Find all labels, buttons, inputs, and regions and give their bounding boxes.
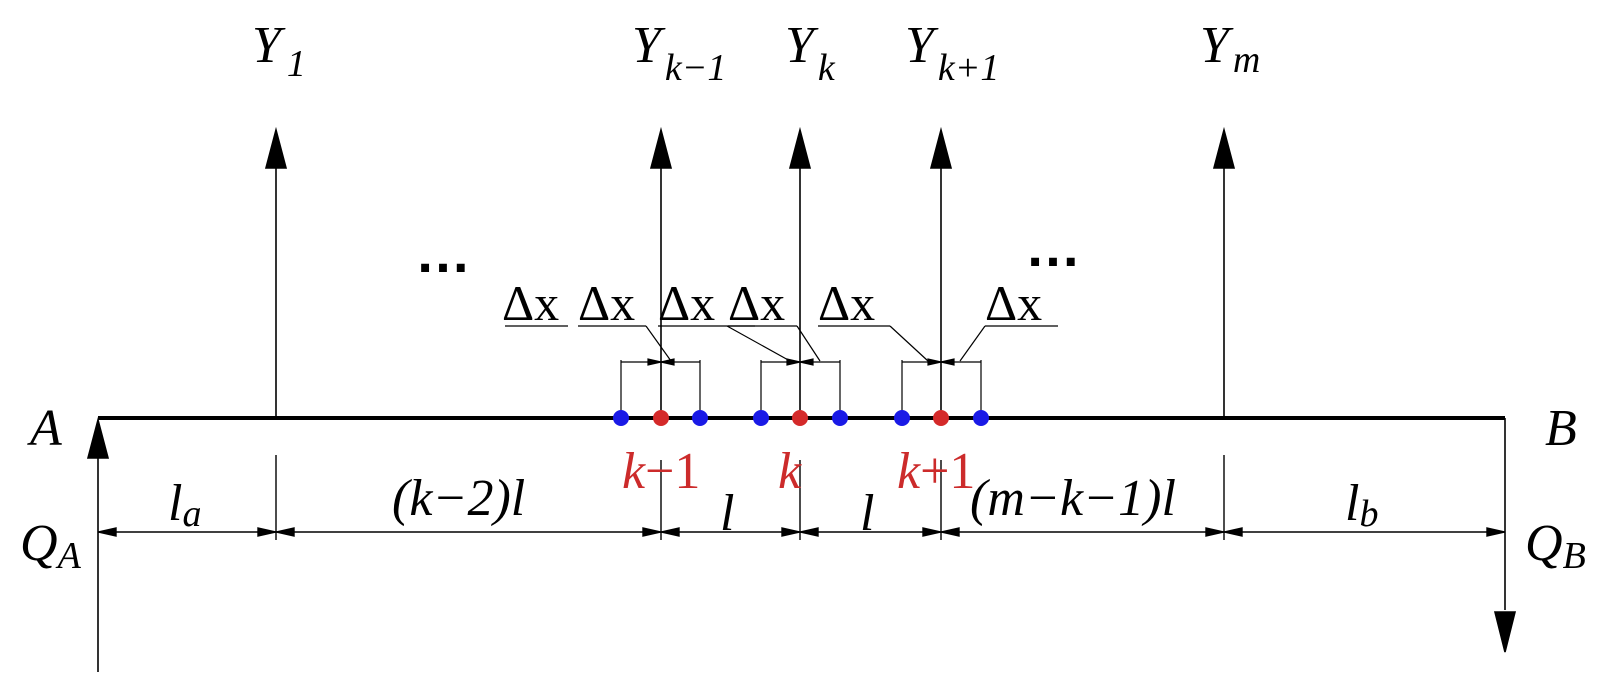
delta-label: Δx — [578, 275, 635, 331]
span-label-l1: l — [720, 485, 734, 542]
force-arrows — [264, 126, 1236, 418]
node-label-km1: k−1 — [622, 443, 700, 500]
node-dot-red-km1 — [653, 410, 669, 426]
arrowhead-y1 — [264, 126, 288, 169]
span-label-k2: (k−2)l — [392, 470, 525, 527]
node-dots — [613, 410, 989, 426]
delta-dimensions — [505, 325, 1058, 418]
end-label-b: B — [1545, 400, 1577, 457]
node-dot-blue — [973, 410, 989, 426]
node-label-kp1: k+1 — [897, 443, 975, 500]
node-dot-blue — [692, 410, 708, 426]
node-dot-blue — [753, 410, 769, 426]
span-label-mk1: (m−k−1)l — [970, 470, 1176, 527]
reaction-label-qb: QB — [1525, 515, 1586, 577]
reaction-label-qa: QA — [20, 515, 82, 577]
node-dot-red-k — [792, 410, 808, 426]
delta-label: Δx — [658, 275, 715, 331]
span-label-lb: lb — [1345, 475, 1378, 535]
arrowhead-ykm1 — [649, 126, 673, 169]
arrowhead-ykp1 — [929, 126, 953, 169]
span-label-la: la — [168, 475, 201, 535]
node-dot-blue — [894, 410, 910, 426]
node-dot-red-kp1 — [933, 410, 949, 426]
arrowhead-reaction-b — [1493, 611, 1517, 653]
node-dot-blue — [613, 410, 629, 426]
arrowhead-ym — [1212, 126, 1236, 169]
delta-label: Δx — [728, 275, 785, 331]
delta-label: Δx — [985, 275, 1042, 331]
end-label-a: A — [27, 400, 62, 457]
node-label-k: k — [778, 443, 802, 500]
span-label-l2: l — [860, 485, 874, 542]
arrowhead-reaction-a — [86, 416, 110, 459]
arrowhead-yk — [788, 126, 812, 169]
dimension-line — [97, 455, 1506, 540]
ellipsis-right: … — [1025, 215, 1081, 278]
reaction-arrows — [86, 416, 1517, 672]
delta-label: Δx — [502, 275, 559, 331]
node-dot-blue — [832, 410, 848, 426]
ellipsis-left: … — [415, 221, 471, 284]
delta-label: Δx — [818, 275, 875, 331]
